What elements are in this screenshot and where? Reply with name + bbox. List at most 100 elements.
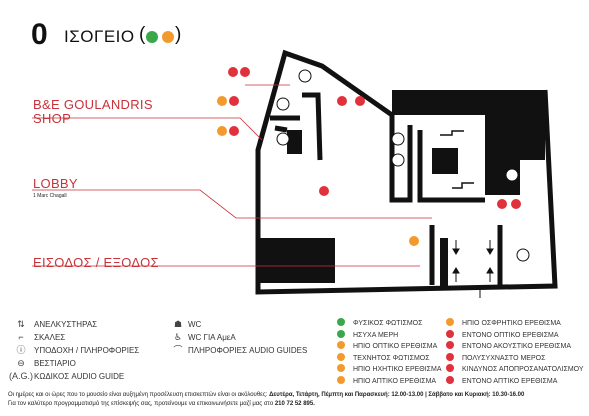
sensory-dot-map	[229, 96, 239, 106]
sensory-legend-row: ΗΠΙΟ ΟΣΦΡΗΤΙΚΟ ΕΡΕΘΙΣΜΑ	[446, 318, 561, 329]
black-block-left	[257, 238, 335, 283]
legend-row: ⇅ ΑΝΕΛΚΥΣΤΗΡΑΣ	[8, 318, 97, 330]
sensory-legend-label: ΦΥΣΙΚΟΣ ΦΩΤΙΣΜΟΣ	[353, 320, 423, 327]
sensory-legend-row: ΕΝΤΟΝΟ ΟΠΤΙΚΟ ΕΡΕΘΙΣΜΑ	[446, 329, 559, 341]
stairs-icon: ⌐	[18, 332, 24, 342]
visitor-note-line1: Οι ημέρες και οι ώρες που το μουσείο είν…	[8, 392, 525, 398]
info-icon-map	[505, 168, 519, 182]
sensory-legend-row: ΗΠΙΟ ΟΠΤΙΚΟ ΕΡΕΘΙΣΜΑ	[337, 341, 437, 352]
sensory-dot-map	[217, 126, 227, 136]
floor-number: 0	[31, 18, 48, 51]
sensory-legend-label: ΕΝΤΟΝΟ ΟΠΤΙΚΟ ΕΡΕΘΙΣΜΑ	[462, 331, 559, 339]
sensory-dot-icon	[337, 329, 345, 338]
black-block-top	[392, 90, 545, 195]
info-icon: ⓘ	[16, 345, 26, 355]
lobby-pointer-line	[32, 189, 432, 219]
audio-guide-icon: ⌒	[173, 345, 183, 355]
sensory-dot-icon	[446, 352, 454, 361]
sensory-legend-label: ΗΣΥΧΑ ΜΕΡΗ	[353, 331, 399, 339]
sensory-dot-icon	[337, 341, 345, 350]
sensory-legend-label: ΗΠΙΟ ΟΠΤΙΚΟ ΕΡΕΘΙΣΜΑ	[353, 343, 438, 350]
legend-row: ⌐ ΣΚΑΛΕΣ	[8, 331, 65, 343]
wc-icon-map-2	[276, 132, 290, 146]
legend-label: ΚΩΔΙΚΟΣ AUDIO GUIDE	[34, 372, 125, 381]
floor-plan	[32, 49, 558, 298]
sensory-legend-label: ΠΟΛΥΣΥΧΝΑΣΤΟ ΜΕΡΟΣ	[462, 354, 546, 362]
sensory-legend-row: ΕΝΤΟΝΟ ΑΚΟΥΣΤΙΚΟ ΕΡΕΘΙΣΜΑ	[446, 341, 571, 352]
wc-icon-map	[298, 69, 312, 83]
sensory-dot-map	[229, 126, 239, 136]
sensory-dot-map	[497, 199, 507, 209]
legend-label: ΑΝΕΛΚΥΣΤΗΡΑΣ	[34, 320, 98, 329]
sensory-dot-map	[337, 96, 347, 106]
entrance-label: ΕΙΣΟΔΟΣ / ΕΞΟΔΟΣ	[33, 255, 159, 270]
legend-row: ⌒ ΠΛΗΡΟΦΟΡΙΕΣ AUDIO GUIDES	[168, 344, 307, 356]
stair-wall	[417, 130, 485, 203]
black-block-wc	[287, 130, 302, 154]
sensory-legend-row: ΠΟΛΥΣΥΧΝΑΣΤΟ ΜΕΡΟΣ	[446, 352, 546, 364]
sensory-legend-row: ΗΠΙΟ ΑΠΤΙΚΟ ΕΡΕΘΙΣΜΑ	[337, 375, 437, 387]
elevator-icon-map-2	[391, 153, 405, 167]
wardrobe-icon-map	[516, 248, 530, 262]
sensory-dot-map	[409, 236, 419, 246]
legend-label: ΠΛΗΡΟΦΟΡΙΕΣ AUDIO GUIDES	[188, 346, 308, 355]
sensory-legend-label: ΗΠΙΟ ΑΠΤΙΚΟ ΕΡΕΘΙΣΜΑ	[353, 377, 437, 385]
legend-row: ⊖ ΒΕΣΤΙΑΡΙΟ	[8, 357, 76, 369]
legend-row: ☗WC	[168, 318, 201, 330]
sensory-dot-icon	[446, 318, 454, 327]
wardrobe-icon: ⊖	[17, 358, 25, 368]
sensory-legend-label: ΤΕΧΝΗΤΟΣ ΦΩΤΙΣΜΟΣ	[353, 354, 430, 362]
sensory-dot-icon	[446, 341, 454, 350]
sensory-legend-row: ΦΥΣΙΚΟΣ ΦΩΤΙΣΜΟΣ	[337, 318, 422, 329]
sensory-legend-row: ΗΣΥΧΑ ΜΕΡΗ	[337, 329, 399, 341]
sensory-dot-icon	[446, 364, 454, 373]
elevator-icon: ⇅	[17, 319, 25, 329]
sensory-dot-icon	[446, 329, 454, 338]
visitor-note-line2: Για τον καλύτερο προγραμματισμό της επίσ…	[8, 401, 315, 407]
wc-accessible-icon-map	[276, 97, 290, 111]
lobby-note: 1 Marc Chagall	[33, 193, 67, 199]
legend-row: ♿ WC ΓΙΑ ΑμεΑ	[168, 331, 236, 343]
shop-pointer-line	[32, 117, 263, 141]
inner-wall-c	[274, 125, 288, 133]
legend-label: WC ΓΙΑ ΑμεΑ	[188, 333, 236, 342]
sensory-dot-map	[240, 67, 250, 77]
sensory-legend-row: ΕΝΤΟΝΟ ΑΠΤΙΚΟ ΕΡΕΘΙΣΜΑ	[446, 375, 558, 387]
sensory-dot-icon	[337, 352, 345, 361]
stairs-icon-map-2	[452, 182, 474, 189]
black-pillar-right	[440, 238, 448, 286]
sensory-dot-map	[511, 199, 521, 209]
sensory-dot-map	[319, 186, 329, 196]
sensory-legend-row: ΗΠΙΟ ΗΧΗΤΙΚΟ ΕΡΕΘΙΣΜΑ	[337, 364, 442, 375]
sensory-dot-icon	[337, 375, 345, 384]
elevator-icon-map-1	[391, 132, 405, 146]
wc-accessible-icon: ♿	[173, 332, 183, 342]
sensory-dot-icon	[337, 364, 345, 373]
lobby-label: LOBBY	[33, 176, 78, 191]
shop-label-line1: B&E GOULANDRIS	[33, 97, 153, 112]
sensory-dot-icon	[446, 375, 454, 384]
floor-calm-dot	[146, 31, 158, 43]
legend-label: ΥΠΟΔΟΧΗ / ΠΛΗΡΟΦΟΡΙΕΣ	[34, 346, 140, 355]
sensory-legend-label: ΕΝΤΟΝΟ ΑΚΟΥΣΤΙΚΟ ΕΡΕΘΙΣΜΑ	[462, 343, 572, 350]
outer-wall	[255, 49, 558, 295]
shop-label: SHOP	[33, 111, 72, 126]
sensory-dot-map	[355, 96, 365, 106]
paren-open: (	[139, 24, 146, 45]
center-black-square	[432, 148, 458, 174]
sensory-dot-map	[217, 96, 227, 106]
sensory-legend-label: ΗΠΙΟ ΗΧΗΤΙΚΟ ΕΡΕΘΙΣΜΑ	[353, 366, 442, 373]
sensory-legend-row: ΚΙΝΔΥΝΟΣ ΑΠΟΠΡΟΣΑΝΑΤΟΛΙΣΜΟΥ	[446, 364, 584, 375]
sensory-dot-icon	[337, 318, 345, 327]
legend-label: WC	[188, 320, 202, 329]
legend-label: ΣΚΑΛΕΣ	[34, 333, 66, 342]
sensory-dot-map	[228, 67, 238, 77]
floor-name: ΙΣΟΓΕΙΟ	[64, 27, 135, 46]
legend-label: ΒΕΣΤΙΑΡΙΟ	[34, 359, 76, 368]
legend-row: ⓘ ΥΠΟΔΟΧΗ / ΠΛΗΡΟΦΟΡΙΕΣ	[8, 344, 139, 356]
audio-guide-code-icon: (A.G.)	[9, 371, 33, 381]
sensory-legend-label: ΗΠΙΟ ΟΣΦΡΗΤΙΚΟ ΕΡΕΘΙΣΜΑ	[462, 320, 561, 327]
stairs-icon-map-1	[440, 130, 464, 136]
sensory-legend-label: ΕΝΤΟΝΟ ΑΠΤΙΚΟ ΕΡΕΘΙΣΜΑ	[462, 377, 558, 385]
sensory-legend-label: ΚΙΝΔΥΝΟΣ ΑΠΟΠΡΟΣΑΝΑΤΟΛΙΣΜΟΥ	[462, 366, 584, 373]
